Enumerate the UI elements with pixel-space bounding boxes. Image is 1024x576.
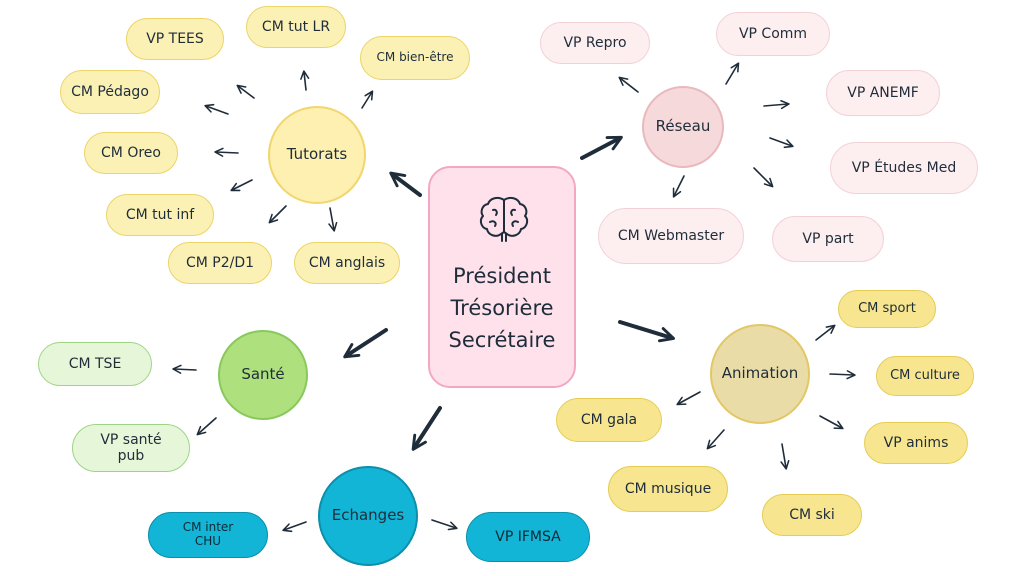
arrow-ech-ifmsa <box>431 519 458 531</box>
arrow-res-etudes <box>769 137 794 149</box>
item-vp-comm: VP Comm <box>716 12 830 56</box>
arrow-tut-p2 <box>268 205 287 224</box>
arrow-center-tutorats <box>389 171 422 197</box>
item-cm-oreo: CM Oreo <box>84 132 178 174</box>
arrow-tut-anglais <box>328 207 338 232</box>
arrow-sante-pub <box>196 417 217 436</box>
arrow-center-animation <box>618 320 675 343</box>
role-tresoriere: Trésorière <box>450 296 554 320</box>
arrow-res-repro <box>618 76 639 93</box>
arrow-res-web <box>672 175 685 198</box>
arrow-res-part <box>753 167 774 188</box>
item-cm-musique: CM musique <box>608 466 728 512</box>
hub-reseau: Réseau <box>642 86 724 168</box>
item-cm-tut-lr: CM tut LR <box>246 6 346 48</box>
item-vp-anims: VP anims <box>864 422 968 464</box>
arrow-sante-tse <box>172 364 197 374</box>
item-cm-pedago: CM Pédago <box>60 70 160 114</box>
arrow-tut-oreo <box>214 147 239 157</box>
arrow-center-echanges <box>411 406 442 451</box>
item-vp-tees: VP TEES <box>126 18 224 60</box>
item-vp-sante-pub: VP santé pub <box>72 424 190 472</box>
item-cm-tut-inf: CM tut inf <box>106 194 214 236</box>
arrow-tut-lr <box>300 70 310 91</box>
arrow-center-reseau <box>580 135 623 160</box>
arrow-anim-culture <box>829 370 856 380</box>
arrow-tut-inf <box>230 179 253 192</box>
hub-sante: Santé <box>218 330 308 420</box>
item-vp-part: VP part <box>772 216 884 262</box>
arrow-anim-ski <box>780 443 790 470</box>
item-cm-anglais: CM anglais <box>294 242 400 284</box>
arrow-res-comm <box>725 62 740 85</box>
arrow-anim-vpanims <box>819 415 844 430</box>
arrow-ech-chu <box>282 521 307 533</box>
item-cm-sport: CM sport <box>838 290 936 328</box>
arrow-center-sante <box>343 328 388 359</box>
item-vp-ifmsa: VP IFMSA <box>466 512 590 562</box>
arrow-res-anemf <box>763 99 790 110</box>
bureau-roles: Président Trésorière Secrétaire <box>430 260 574 356</box>
arrow-anim-gala <box>676 391 701 406</box>
role-president: Président <box>453 264 551 288</box>
brain-icon <box>479 196 529 242</box>
item-cm-gala: CM gala <box>556 398 662 442</box>
item-cm-bien-etre: CM bien-être <box>360 36 470 80</box>
hub-echanges: Echanges <box>318 466 418 566</box>
item-cm-ski: CM ski <box>762 494 862 536</box>
arrow-tut-pedago <box>204 103 229 115</box>
item-cm-webmaster: CM Webmaster <box>598 208 744 264</box>
central-bureau-box: Président Trésorière Secrétaire <box>428 166 576 388</box>
item-cm-inter-chu: CM inter CHU <box>148 512 268 558</box>
arrow-tut-bien <box>361 90 374 109</box>
arrow-anim-sport <box>815 324 836 341</box>
item-cm-p2-d1: CM P2/D1 <box>168 242 272 284</box>
role-secretaire: Secrétaire <box>448 328 556 352</box>
hub-tutorats: Tutorats <box>268 106 366 204</box>
arrow-tut-tees <box>236 84 255 99</box>
arrow-anim-musique <box>706 429 725 450</box>
hub-animation: Animation <box>710 324 810 424</box>
item-cm-tse: CM TSE <box>38 342 152 386</box>
item-vp-anemf: VP ANEMF <box>826 70 940 116</box>
item-vp-repro: VP Repro <box>540 22 650 64</box>
item-cm-culture: CM culture <box>876 356 974 396</box>
item-vp-etudes-med: VP Études Med <box>830 142 978 194</box>
